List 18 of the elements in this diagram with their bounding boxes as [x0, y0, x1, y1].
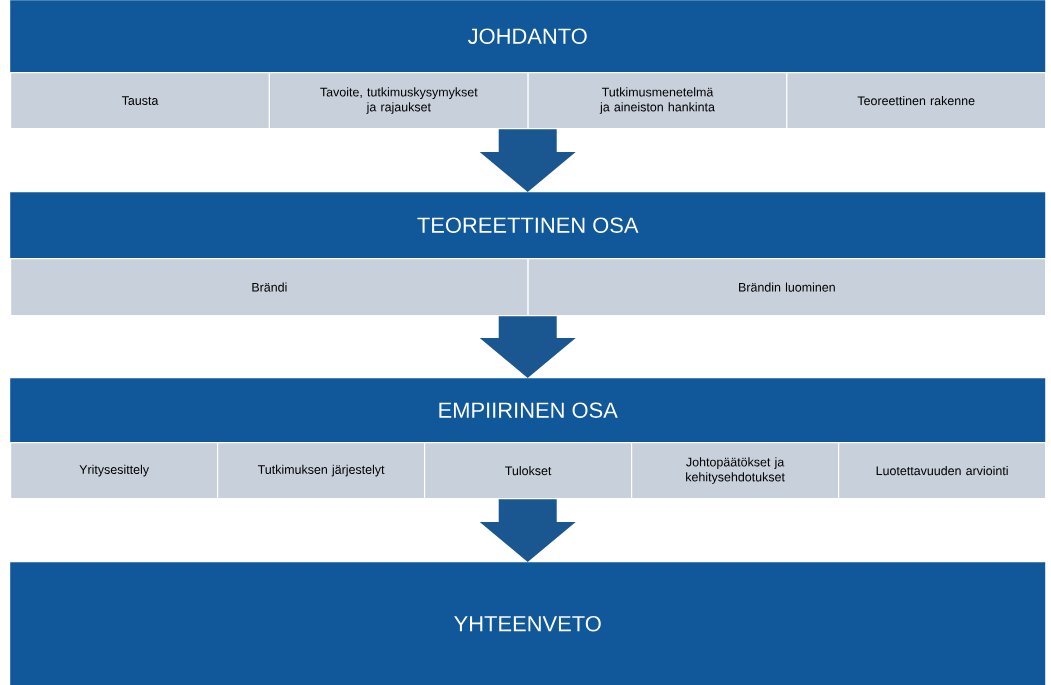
- section-cell: Tavoite, tutkimuskysymykset ja rajaukset: [268, 72, 529, 130]
- section-header: JOHDANTO: [10, 0, 1046, 73]
- section-header: EMPIIRINEN OSA: [10, 378, 1046, 443]
- arrow: [479, 129, 576, 192]
- section-cell: Teoreettinen rakenne: [786, 72, 1047, 130]
- section-cell: Tutkimuksen järjestelyt: [217, 442, 426, 500]
- section-cell: Tausta: [10, 72, 270, 130]
- section-cell: Johtopäätökset ja kehitysehdotukset: [631, 442, 840, 500]
- arrow: [479, 316, 576, 378]
- section-cell: Yritysesittely: [10, 442, 219, 500]
- section-cell: Brändi: [10, 258, 529, 317]
- section-header: TEOREETTINEN OSA: [10, 192, 1046, 259]
- section-cell: Tulokset: [424, 442, 633, 500]
- section-cell: Luotettavuuden arviointi: [838, 442, 1047, 500]
- arrow: [479, 499, 576, 562]
- section-cell: Tutkimusmenetelmä ja aineiston hankinta: [527, 72, 788, 130]
- section-header: YHTEENVETO: [10, 562, 1046, 685]
- section-cell: Brändin luominen: [527, 258, 1047, 317]
